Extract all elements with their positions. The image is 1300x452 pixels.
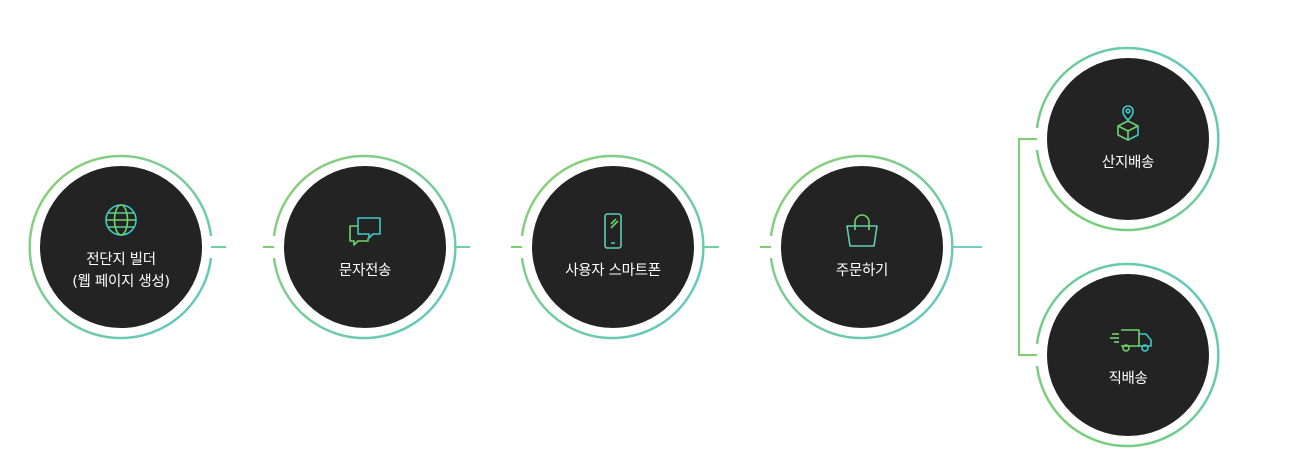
step-sublabel: (웹 페이지 생성) [72,274,170,290]
connector-4-branch [953,138,1037,356]
branch-label: 산지배송 [1101,155,1155,171]
ring-branch-2 [1035,262,1220,448]
step-label: 전단지 빌더 [86,252,156,268]
step-label: 문자전송 [338,263,392,279]
step-node-smartphone: 사용자 스마트폰 [532,166,694,328]
chat-bubbles-icon [346,212,384,250]
globe-icon [102,201,140,239]
ring-step-3 [520,154,705,340]
box-location-icon [1109,104,1147,142]
step-node-sms: 문자전송 [284,166,446,328]
branch-label: 직배송 [1108,371,1148,387]
branch-node-origin-delivery: 산지배송 [1047,58,1209,220]
step-label: 사용자 스마트폰 [565,263,661,279]
smartphone-icon [594,212,632,250]
ring-step-4 [769,154,954,340]
step-node-flyer-builder: 전단지 빌더 (웹 페이지 생성) [40,166,202,328]
step-node-order: 주문하기 [781,166,943,328]
branch-node-direct-delivery: 직배송 [1047,274,1209,436]
step-label: 주문하기 [835,263,889,279]
ring-step-1 [28,154,213,340]
ring-branch-1 [1035,46,1220,232]
shopping-bag-icon [843,212,881,250]
delivery-truck-icon [1109,320,1152,358]
